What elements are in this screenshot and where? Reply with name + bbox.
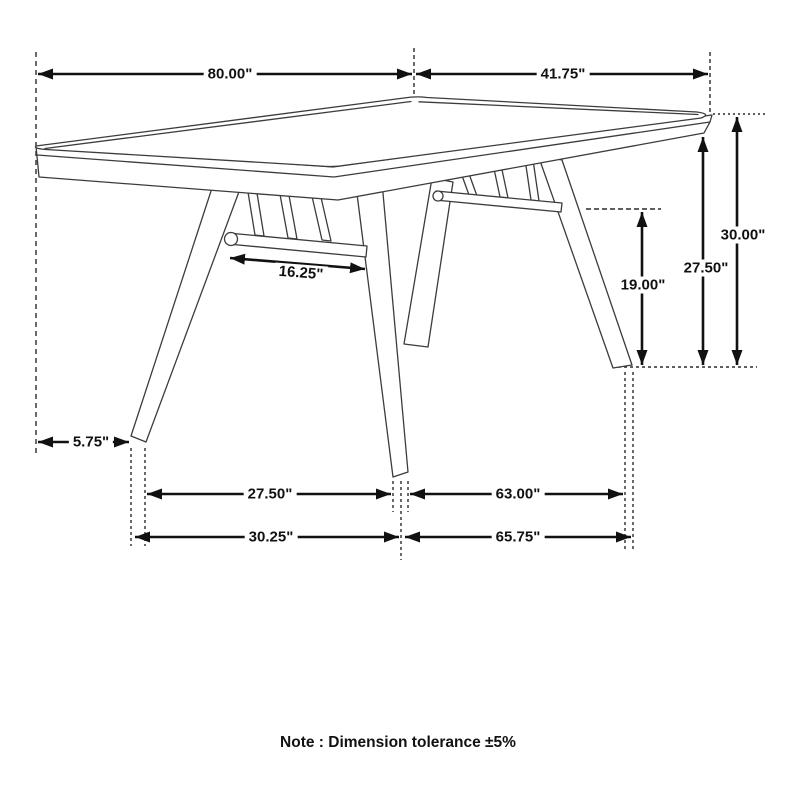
dim-label-apron-height: 27.50" [679,259,733,277]
dim-label-overall-height: 30.00" [716,226,770,244]
dim-label-top-depth: 41.75" [536,65,590,83]
tolerance-note: Note : Dimension tolerance ±5% [280,734,516,751]
right-stretcher [434,190,563,213]
reference-lines [35,48,768,560]
dim-label-front-feet-span: 27.50" [243,485,297,503]
dim-label-foot-inset: 5.75" [68,433,114,451]
back-left-leg [403,177,454,348]
table-top [34,96,707,168]
dim-label-side-feet-outer-span: 65.75" [491,528,545,546]
dim-label-top-length: 80.00" [203,65,257,83]
front-left-leg [130,184,241,443]
dim-label-clearance-height: 19.00" [616,276,670,294]
dim-label-front-feet-outer-span: 30.25" [244,528,298,546]
dim-label-side-feet-span: 63.00" [491,485,545,503]
table-drawing [34,96,713,478]
back-right-leg [537,154,633,369]
front-right-leg [355,181,409,478]
left-stretcher [227,232,368,258]
